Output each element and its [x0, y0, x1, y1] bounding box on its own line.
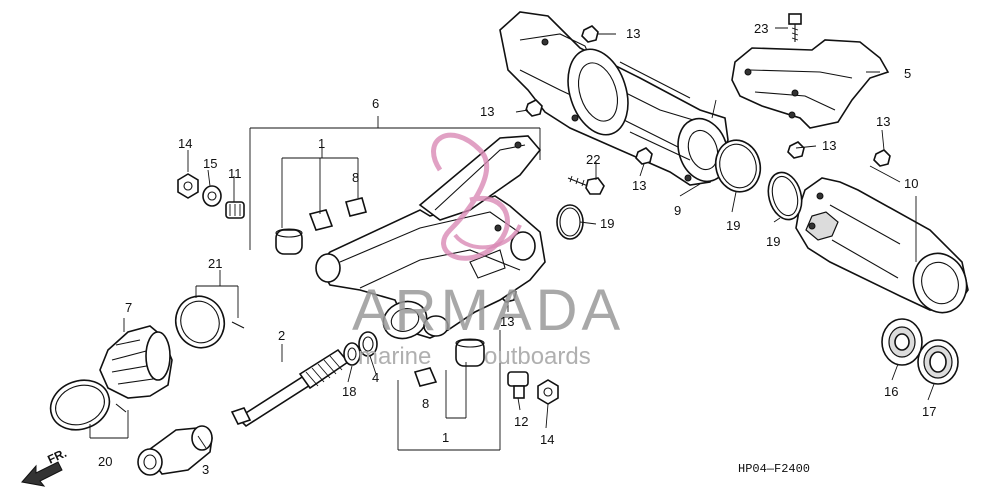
callout-8-top: 8 [352, 170, 359, 185]
callout-22: 22 [586, 152, 600, 167]
callout-2: 2 [278, 328, 285, 343]
callout-12: 12 [514, 414, 528, 429]
reference-code: HP04—F2400 [738, 462, 810, 476]
clamp-20-part[interactable] [44, 372, 127, 438]
callout-13-right: 13 [876, 114, 890, 129]
callout-14-bottom: 14 [540, 432, 554, 447]
ring-4-part[interactable] [358, 331, 378, 357]
bushing-1b-part[interactable] [455, 338, 485, 367]
callout-7: 7 [125, 300, 132, 315]
bolt-22-part[interactable] [567, 175, 605, 195]
universal-joint-3-part[interactable] [137, 425, 213, 476]
washer-15-part[interactable] [202, 185, 222, 207]
callout-13-swingarm: 13 [500, 314, 514, 329]
callout-8-bottom: 8 [422, 396, 429, 411]
o-ring-19a-part[interactable] [556, 204, 584, 240]
callout-5: 5 [904, 66, 911, 81]
callout-1-top: 1 [318, 136, 325, 151]
callout-6: 6 [372, 96, 379, 111]
callout-19-left: 19 [600, 216, 614, 231]
callout-9: 9 [674, 203, 681, 218]
leader-lines [89, 27, 935, 451]
watermark-tagline-left: marine [358, 343, 431, 370]
callout-13-mid: 13 [632, 178, 646, 193]
collar-8a-part[interactable] [308, 197, 367, 231]
boot-7-part[interactable] [99, 325, 173, 399]
callout-labels: 6 1 8 14 15 11 21 7 2 18 4 8 1 20 3 12 1… [98, 21, 936, 477]
front-direction-arrow-icon: FR. [21, 446, 69, 487]
callout-3: 3 [202, 462, 209, 477]
callout-18: 18 [342, 384, 356, 399]
callout-21: 21 [208, 256, 222, 271]
bolt-12-part[interactable] [507, 371, 529, 399]
callout-13-left: 13 [480, 104, 494, 119]
o-ring-19b-part[interactable] [710, 135, 766, 197]
callout-10: 10 [904, 176, 918, 191]
callout-19-right: 19 [766, 234, 780, 249]
o-ring-19c-part[interactable] [763, 169, 806, 224]
watermark: ARMADA marine outboards [352, 132, 624, 370]
watermark-brand: ARMADA [352, 278, 624, 343]
bolt-23-part[interactable] [788, 13, 802, 42]
watermark-tagline-right: outboards [484, 343, 591, 370]
swingarm-part[interactable] [315, 135, 546, 344]
nut-14a-part[interactable] [177, 173, 199, 199]
callout-23: 23 [754, 21, 768, 36]
clamp-21-part[interactable] [169, 289, 245, 354]
callout-17: 17 [922, 404, 936, 419]
ring-18-part[interactable] [343, 342, 361, 366]
fitting-11-part[interactable] [225, 201, 245, 219]
drive-shaft-2-part[interactable] [230, 348, 350, 428]
nut-14b-part[interactable] [537, 379, 559, 405]
oil-seal-17-part[interactable] [917, 339, 959, 385]
callout-15: 15 [203, 156, 217, 171]
bushing-1a-part[interactable] [275, 228, 303, 255]
callout-20: 20 [98, 454, 112, 469]
callout-19-mid: 19 [726, 218, 740, 233]
gear-case-part[interactable] [795, 177, 975, 320]
callout-16: 16 [884, 384, 898, 399]
bearing-16-part[interactable] [881, 318, 923, 366]
front-arrow-label: FR. [45, 446, 68, 467]
callout-11: 11 [228, 166, 242, 181]
mounting-bracket-part[interactable] [731, 39, 890, 129]
callout-14-top: 14 [178, 136, 192, 151]
callout-1-bottom: 1 [442, 430, 449, 445]
callout-13-bracket: 13 [822, 138, 836, 153]
callout-13-top: 13 [626, 26, 640, 41]
collar-8b-part[interactable] [413, 367, 438, 387]
callout-4: 4 [372, 370, 379, 385]
